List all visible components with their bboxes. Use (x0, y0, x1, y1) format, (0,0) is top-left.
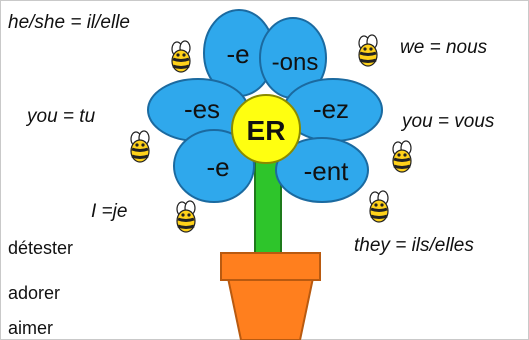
bee-icon (368, 189, 390, 224)
flower-center-label: ER (247, 115, 286, 146)
verb-item: détester (8, 238, 74, 258)
label-you-tu: you = tu (27, 106, 96, 127)
bee-icon (170, 39, 192, 74)
label-you-vous: you = vous (402, 111, 495, 132)
label-we: we = nous (400, 37, 488, 58)
flower-center (231, 94, 301, 164)
bee-icon (129, 129, 151, 164)
petal-bottom-right (275, 137, 369, 203)
petal-text-bottom-left: -e (206, 152, 229, 182)
petal-text-top-right: -ons (272, 49, 319, 76)
petal-bottom-left (173, 129, 255, 203)
bee-icon (175, 199, 197, 234)
bee-icon (357, 33, 379, 68)
label-i: I =je (91, 201, 128, 222)
flower-pot (220, 252, 321, 340)
label-he-she: he/she = il/elle (8, 12, 130, 33)
petal-text-top-left: -e (226, 39, 249, 69)
petal-text-mid-left: -es (184, 94, 220, 124)
label-they: they = ils/elles (354, 235, 474, 256)
petal-text-bottom-right: -ent (304, 156, 350, 186)
verb-item: adorer (8, 283, 61, 303)
verb-item: aimer (8, 318, 54, 338)
bee-icon (391, 139, 413, 174)
petal-text-mid-right: -ez (313, 94, 349, 124)
